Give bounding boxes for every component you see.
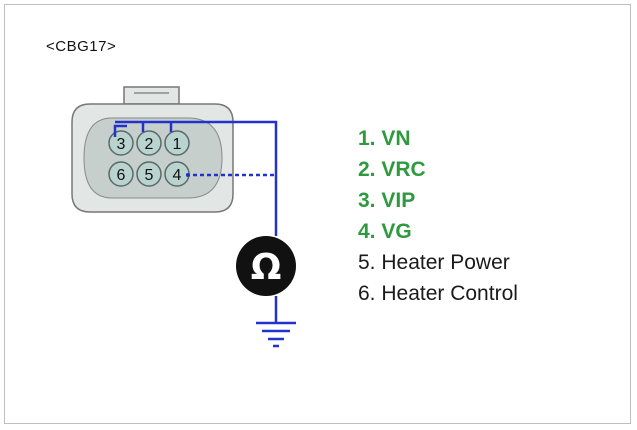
ground-symbol-icon	[256, 321, 296, 348]
pin-function-list: 1. VN 2. VRC 3. VIP 4. VG 5. Heater Power 6. …	[358, 123, 518, 309]
ohmmeter-icon: Ω	[236, 236, 296, 296]
pin-1: 1	[164, 130, 190, 156]
pin-5: 5	[136, 161, 162, 187]
svg-text:3: 3	[117, 136, 126, 153]
svg-text:1: 1	[173, 136, 182, 153]
wire-pins-1-2-3	[113, 120, 278, 236]
svg-text:4: 4	[173, 167, 182, 184]
pin-function-item: 4. VG	[358, 220, 412, 243]
pin-function-item: 3. VIP	[358, 189, 416, 212]
connector-label: <CBG17>	[46, 38, 117, 55]
svg-text:2: 2	[145, 136, 154, 153]
connector-latch	[123, 86, 180, 105]
svg-text:Ω: Ω	[251, 247, 282, 288]
pin-2: 2	[136, 130, 162, 156]
svg-text:6: 6	[117, 167, 126, 184]
probe-wires	[113, 120, 278, 323]
pin-function-item: 5. Heater Power	[358, 251, 510, 274]
pin-3: 3	[108, 130, 134, 156]
svg-text:5: 5	[145, 167, 154, 184]
pin-6: 6	[108, 161, 134, 187]
pin-function-item: 6. Heater Control	[358, 282, 518, 305]
pin-function-item: 2. VRC	[358, 158, 426, 181]
diagram-frame	[4, 4, 631, 424]
pin-4: 4	[164, 161, 190, 187]
pin-function-item: 1. VN	[358, 127, 411, 150]
